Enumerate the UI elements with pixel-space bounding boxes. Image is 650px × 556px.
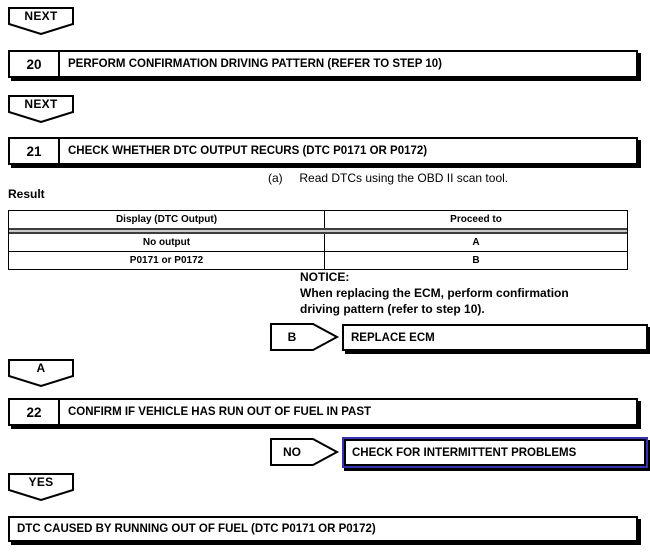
final-outcome-box: DTC CAUSED BY RUNNING OUT OF FUEL (DTC P… [8, 516, 638, 542]
table-cell-proceed: B [472, 255, 480, 266]
notice-block: NOTICE: When replacing the ECM, perform … [300, 269, 569, 317]
step-box-22: 22 CONFIRM IF VEHICLE HAS RUN OUT OF FUE… [8, 398, 638, 426]
notice-line: driving pattern (refer to step 10). [300, 302, 485, 316]
pentagon-down-icon [8, 95, 74, 123]
connector-label: NEXT [24, 9, 58, 23]
instruction-text: Read DTCs using the OBD II scan tool. [299, 171, 509, 185]
check-intermittent-label: CHECK FOR INTERMITTENT PROBLEMS [344, 439, 646, 466]
b-connector: B [270, 323, 340, 351]
instruction-marker: (a) [268, 171, 283, 185]
pentagon-down-icon [8, 359, 74, 387]
table-header-display: Display (DTC Output) [9, 211, 325, 228]
yes-connector: YES [8, 473, 74, 501]
step-title: PERFORM CONFIRMATION DRIVING PATTERN (RE… [68, 58, 442, 70]
table-row: P0171 or P0172 B [9, 251, 627, 269]
next-connector-2: NEXT [8, 95, 74, 123]
replace-ecm-box: REPLACE ECM [342, 324, 648, 351]
connector-label: NEXT [24, 97, 58, 111]
result-label: Result [8, 187, 45, 201]
step-title: CONFIRM IF VEHICLE HAS RUN OUT OF FUEL I… [68, 406, 372, 418]
table-header-proceed: Proceed to [450, 214, 502, 225]
step-number: 22 [10, 400, 60, 424]
instruction-line: (a) Read DTCs using the OBD II scan tool… [268, 171, 508, 185]
step-box-21: 21 CHECK WHETHER DTC OUTPUT RECURS (DTC … [8, 137, 638, 165]
connector-label: A [36, 361, 46, 375]
table-cell-display: No output [9, 234, 325, 251]
step-number: 21 [10, 139, 60, 163]
table-cell-proceed: A [472, 237, 480, 248]
notice-line: When replacing the ECM, perform confirma… [300, 286, 569, 300]
check-intermittent-link-box[interactable]: CHECK FOR INTERMITTENT PROBLEMS [342, 437, 648, 468]
step-box-20: 20 PERFORM CONFIRMATION DRIVING PATTERN … [8, 50, 638, 78]
connector-label: YES [28, 475, 54, 489]
table-row: No output A [9, 234, 627, 251]
notice-title: NOTICE: [300, 270, 350, 284]
pentagon-down-icon [8, 7, 74, 35]
a-connector: A [8, 359, 74, 387]
connector-label: B [287, 330, 297, 344]
result-table: Display (DTC Output) Proceed to No outpu… [8, 210, 628, 270]
table-double-rule [9, 228, 627, 234]
step-number: 20 [10, 52, 60, 76]
table-header-row: Display (DTC Output) Proceed to [9, 211, 627, 228]
pentagon-right-icon [270, 323, 340, 351]
no-connector: NO [270, 438, 340, 466]
connector-label: NO [283, 445, 301, 459]
table-cell-display: P0171 or P0172 [9, 252, 325, 269]
step-title: CHECK WHETHER DTC OUTPUT RECURS (DTC P01… [68, 145, 428, 157]
next-connector-1: NEXT [8, 7, 74, 35]
pentagon-down-icon [8, 473, 74, 501]
pentagon-right-icon [270, 438, 340, 466]
